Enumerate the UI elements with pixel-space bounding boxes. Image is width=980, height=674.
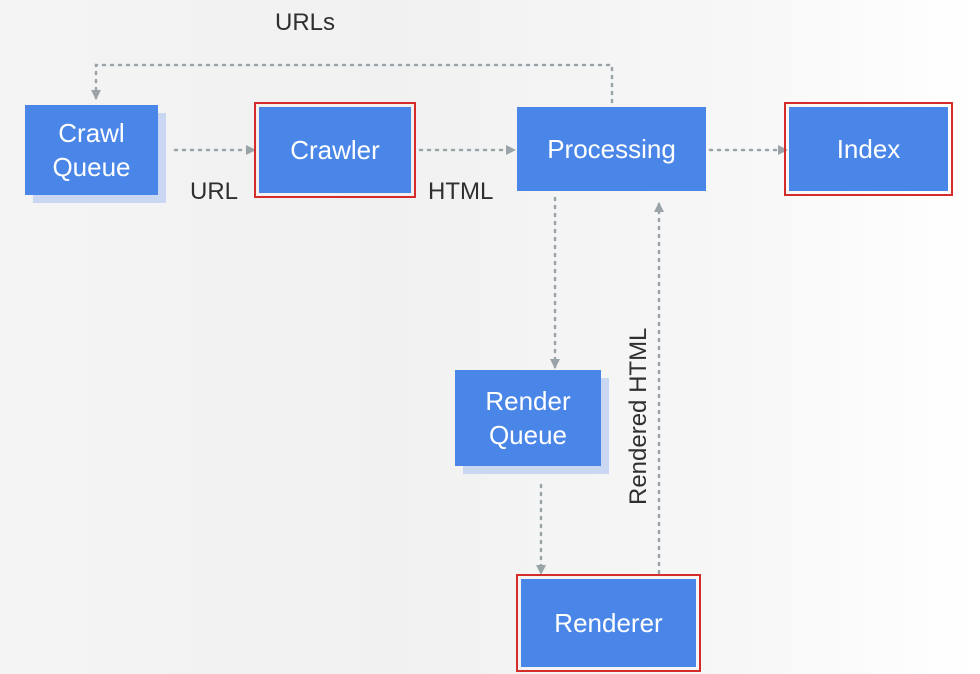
label-html: HTML [428, 178, 494, 205]
node-renderer: Renderer [516, 574, 701, 672]
node-index: Index [784, 102, 953, 196]
node-crawler: Crawler [254, 102, 416, 198]
node-crawl-queue: Crawl Queue [25, 105, 158, 195]
label-url: URL [190, 178, 239, 205]
node-render-queue: Render Queue [455, 370, 601, 466]
label-urls: URLs [275, 9, 336, 36]
edge-urls-loop [91, 63, 614, 104]
label-rendered-html: Rendered HTML [625, 327, 652, 505]
node-processing: Processing [517, 107, 706, 191]
